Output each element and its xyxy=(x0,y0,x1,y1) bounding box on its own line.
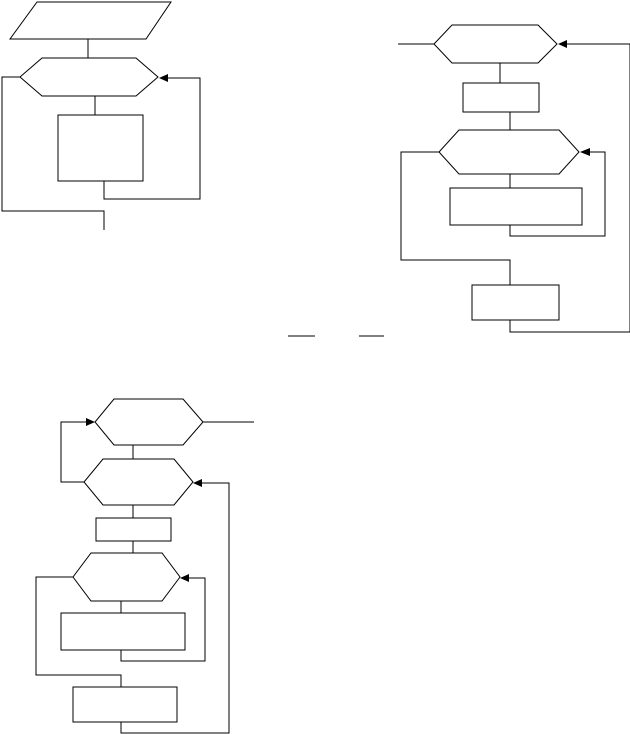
inner-loop-hexagon xyxy=(72,552,181,602)
feedback-line xyxy=(103,77,201,200)
inner-feedback-line xyxy=(509,151,606,237)
outer-loop-hexagon xyxy=(433,24,558,64)
inner-feedback-line xyxy=(120,577,206,662)
outer-loop-hexagon xyxy=(94,398,204,446)
middle-loop-hexagon xyxy=(83,458,194,506)
arrow-head-icon xyxy=(558,40,567,48)
process-rectangle xyxy=(72,686,178,723)
arrow-head-icon xyxy=(580,148,590,156)
arrow-head-icon xyxy=(193,479,202,487)
outer-feedback-line xyxy=(60,421,86,483)
input-output-parallelogram xyxy=(9,1,172,40)
middle-feedback-line xyxy=(120,482,230,734)
process-rectangle xyxy=(471,284,560,321)
flowchart-a xyxy=(1,1,201,230)
arrow-head-icon xyxy=(86,418,95,426)
process-rectangle xyxy=(95,517,172,542)
inner-exit-line xyxy=(35,576,122,687)
loop-body-rectangle xyxy=(57,114,144,182)
outer-feedback-line xyxy=(509,43,630,333)
exit-line xyxy=(1,76,105,230)
process-rectangle xyxy=(462,82,540,113)
arrow-head-icon xyxy=(180,574,189,582)
inner-loop-hexagon xyxy=(438,129,580,175)
arrow-head-icon xyxy=(159,74,168,82)
inner-body-rectangle xyxy=(60,612,186,651)
inner-exit-line xyxy=(400,151,511,285)
flowchart-b xyxy=(398,24,630,333)
flowchart-c xyxy=(35,398,254,734)
inner-body-rectangle xyxy=(449,187,583,226)
loop-hexagon xyxy=(19,57,159,97)
